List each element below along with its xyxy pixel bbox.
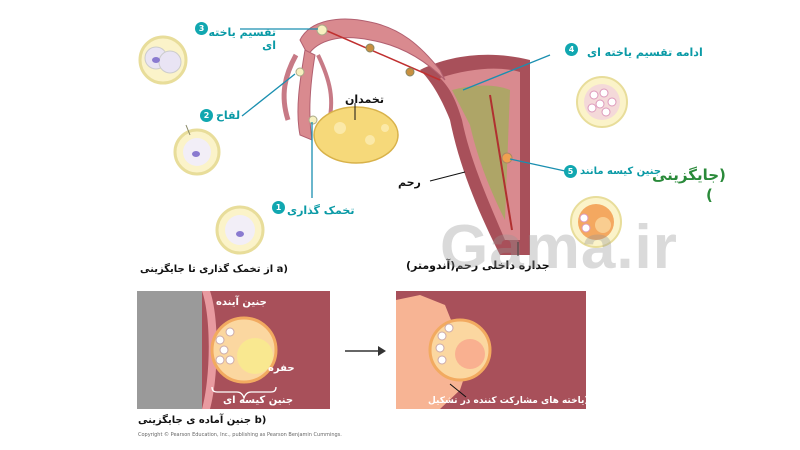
caption-part-b: (b جنین آماده ی جایگزینی (138, 415, 267, 426)
tube-stages (295, 24, 513, 164)
step-badge-3: 3 (195, 22, 208, 35)
label-cavity: حفره (268, 363, 295, 374)
step-badge-1: 1 (272, 201, 285, 214)
label-fertilization: لقاح (216, 109, 241, 122)
label-blastocyst: جنین کیسه مانند (580, 166, 662, 177)
label-uterus: رحم (398, 176, 421, 189)
blastocyst-side (570, 196, 622, 248)
panel-b-right (396, 291, 586, 409)
panel-b-left (137, 291, 330, 409)
fertilized-egg (173, 124, 221, 176)
label-ovary: تخمدان (345, 93, 384, 106)
step-badge-4: 4 (565, 43, 578, 56)
label-endometrium: جداره داخلی رحم(آندومتر) (406, 259, 550, 272)
transition-arrow (345, 346, 386, 356)
ovary (313, 106, 399, 164)
black-pointers (354, 103, 519, 256)
ovulated-egg (215, 205, 265, 255)
step-badge-2: 2 (200, 109, 213, 122)
label-implantation: (جایگزینی (652, 166, 726, 184)
copyright-text: Copyright © Pearson Education, Inc., pub… (138, 432, 342, 438)
zygote-2cell (138, 35, 188, 85)
label-enzyme-cells: (یاخته های مشارکت کننده در تشکیل (428, 396, 589, 406)
morula (576, 76, 628, 128)
label-ovulation: تخمک گذاری (287, 204, 355, 217)
step-badge-5: 5 (564, 165, 577, 178)
label-blastocyst-lower: جنین کیسه ای (223, 395, 294, 406)
watermark: Gama.ir (440, 213, 678, 282)
label-inner-embryo: جنین آینده (216, 297, 267, 308)
caption-part-a: (a از تخمک گذاری تا جایگزینی (140, 264, 288, 275)
label-cell-division: تقسیم یاخته ای (208, 26, 276, 52)
pointer-lines (240, 28, 566, 198)
uterus-illustration (420, 54, 530, 255)
label-implantation-close: ) (706, 186, 713, 204)
label-continued-division: ادامه تقسیم یاخته ای (587, 46, 703, 59)
